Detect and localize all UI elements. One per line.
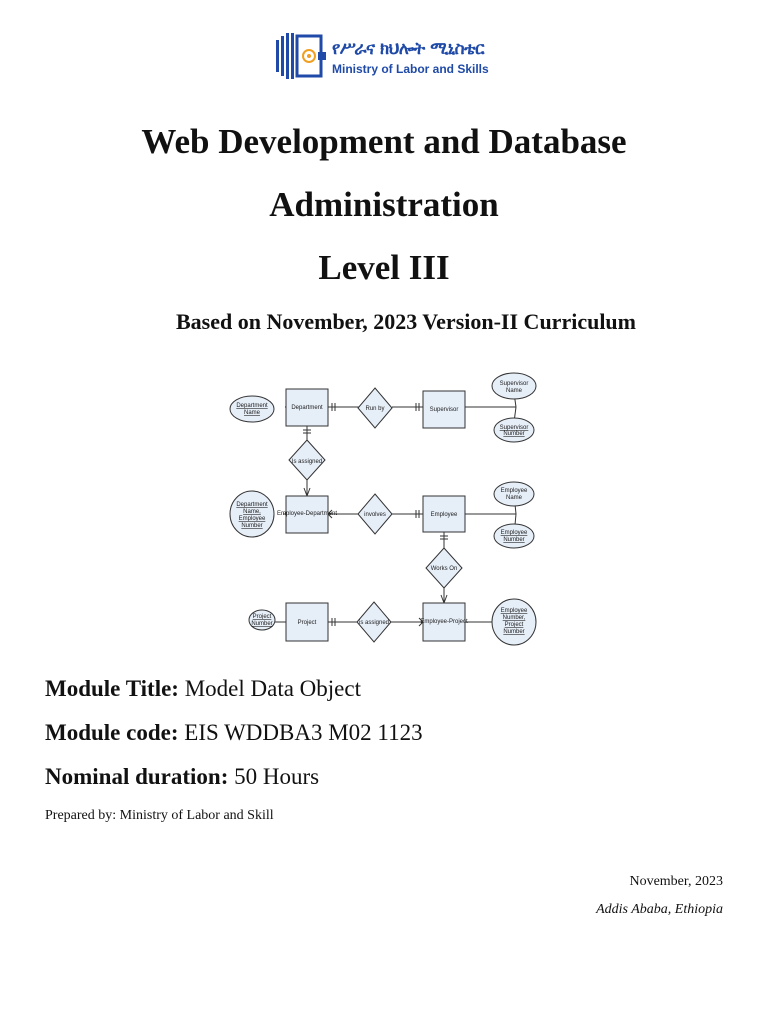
entity-employee — [422, 495, 466, 533]
attribute-dept-emp-key-line4: Number — [241, 523, 262, 529]
attribute-supervisor-number — [493, 417, 535, 443]
logo-english-name: Ministry of Labor and Skills — [332, 62, 489, 76]
attribute-project-number — [248, 609, 276, 631]
relationship-is-assigned-project-label: is assigned — [359, 620, 389, 626]
attribute-supervisor-number-line2: Number — [503, 431, 524, 437]
attribute-department-name-line1: Department — [236, 403, 268, 409]
attribute-employee-name-line1: Employee — [501, 488, 528, 494]
relationship-is-assigned-dept — [288, 439, 326, 481]
attribute-employee-number-line1: Employee — [501, 530, 528, 536]
ministry-logo: የሥራና ክህሎት ሚኒስቴር Ministry of Labor and Sk… — [274, 32, 496, 82]
entity-project — [285, 602, 329, 642]
attribute-supervisor-name-line2: Name — [506, 388, 523, 394]
attribute-employee-number — [493, 523, 535, 549]
attribute-employee-number-line2: Number — [503, 537, 524, 543]
entity-supervisor-label: Supervisor — [430, 407, 459, 413]
relationship-works-on-label: Works On — [431, 566, 458, 572]
attribute-project-number-line1: Project — [253, 614, 272, 620]
attribute-department-employee-key — [229, 490, 275, 538]
relationship-works-on — [425, 547, 463, 589]
entity-employee-label: Employee — [431, 512, 458, 518]
nominal-duration-label: Nominal duration: — [45, 764, 229, 789]
relationship-is-assigned-dept-label: Is assigned — [292, 459, 322, 465]
relationship-involves — [357, 493, 393, 535]
attribute-supervisor-name-line1: Supervisor — [500, 381, 529, 387]
ministry-emblem-icon — [276, 33, 326, 79]
attribute-project-number-line2: Number — [251, 621, 272, 627]
attribute-employee-project-key — [491, 598, 537, 646]
entity-supervisor — [422, 390, 466, 429]
module-title-value: Model Data Object — [184, 676, 361, 701]
title-line-2: Administration — [269, 185, 499, 224]
module-title: Module Title: Model Data Object — [45, 677, 361, 700]
nominal-duration: Nominal duration: 50 Hours — [45, 765, 319, 788]
entity-employee-project — [422, 602, 466, 642]
attribute-supervisor-number-line1: Supervisor — [500, 425, 529, 431]
attribute-department-name — [229, 395, 275, 423]
attribute-emp-proj-key-line2: Number, — [503, 615, 526, 621]
module-code-value: EIS WDDBA3 M02 1123 — [184, 720, 423, 745]
module-code-label: Module code: — [45, 720, 179, 745]
attribute-supervisor-name — [491, 372, 537, 400]
nominal-duration-value: 50 Hours — [234, 764, 320, 789]
attribute-emp-proj-key-line3: Project — [505, 622, 524, 628]
attribute-dept-emp-key-line2: Name, — [243, 509, 261, 515]
attribute-department-name-line2: Name — [244, 410, 261, 416]
relationship-run-by — [357, 387, 393, 429]
entity-project-label: Project — [298, 620, 317, 626]
entity-department — [285, 388, 329, 427]
curriculum-subtitle: Based on November, 2023 Version-II Curri… — [176, 309, 636, 334]
attribute-employee-name-line2: Name — [506, 495, 523, 501]
module-code: Module code: EIS WDDBA3 M02 1123 — [45, 721, 423, 744]
entity-employee-department-label: Employee-Department — [277, 511, 337, 517]
prepared-by: Prepared by: Ministry of Labor and Skill — [45, 808, 274, 823]
relationship-run-by-label: Run by — [365, 406, 384, 412]
relationship-is-assigned-project — [356, 601, 392, 643]
attribute-dept-emp-key-line1: Department — [236, 502, 268, 508]
publication-date: November, 2023 — [629, 874, 723, 889]
er-diagram: Department Supervisor Employee-Departmen… — [226, 372, 544, 653]
logo-amharic-name: የሥራና ክህሎት ሚኒስቴር — [332, 39, 484, 59]
entity-employee-department — [285, 495, 329, 534]
attribute-emp-proj-key-line4: Number — [503, 629, 524, 635]
module-title-label: Module Title: — [45, 676, 179, 701]
title-line-3: Level III — [318, 248, 450, 287]
attribute-dept-emp-key-line3: Employee — [239, 516, 266, 522]
entity-department-label: Department — [291, 405, 323, 411]
publication-place: Addis Ababa, Ethiopia — [596, 902, 723, 917]
attribute-emp-proj-key-line1: Employee — [501, 608, 528, 614]
attribute-employee-name — [493, 481, 535, 507]
relationship-involves-label: involves — [364, 512, 386, 518]
entity-employee-project-label: Employee-Project — [420, 619, 468, 625]
title-line-1: Web Development and Database — [141, 122, 627, 161]
